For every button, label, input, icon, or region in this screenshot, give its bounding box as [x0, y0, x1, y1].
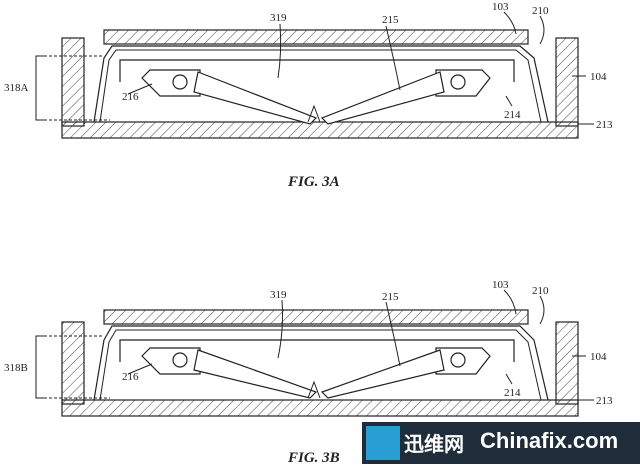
keycap: [103, 309, 529, 325]
right-pivot: [450, 74, 466, 90]
keycap: [103, 29, 529, 45]
base-plate: [61, 121, 579, 139]
right-pivot: [450, 352, 466, 368]
label-213: 213: [596, 395, 613, 407]
right-butterfly-wing: [320, 349, 445, 399]
label-318b: 318B: [4, 362, 28, 374]
left-pivot: [172, 74, 188, 90]
leader-216: [127, 363, 153, 375]
leader-210: [539, 295, 545, 325]
label-210: 210: [532, 5, 549, 17]
left-housing-wall: [61, 321, 85, 405]
center-joint: [307, 380, 321, 399]
leader-214: [505, 373, 513, 385]
label-215: 215: [382, 14, 399, 26]
base-plate: [61, 399, 579, 417]
leader-103: [503, 289, 517, 315]
label-103: 103: [492, 1, 509, 13]
label-210: 210: [532, 285, 549, 297]
right-housing-wall: [555, 321, 579, 405]
left-hinge-block: [141, 347, 201, 375]
label-215: 215: [382, 291, 399, 303]
left-pivot: [172, 352, 188, 368]
leader-215: [385, 301, 401, 367]
center-joint: [307, 104, 321, 123]
label-319: 319: [270, 289, 287, 301]
watermark-cn-text: 迅维网: [404, 432, 464, 456]
left-hinge-block: [141, 69, 201, 97]
label-319: 319: [270, 12, 287, 24]
leader-210: [539, 15, 545, 45]
leader-215: [385, 25, 401, 91]
right-housing-wall: [555, 37, 579, 127]
membrane-outer: [93, 325, 549, 401]
watermark-logo-icon: [366, 426, 400, 460]
figure-3b: 318B 319 215 103 210 104 216 214 213 FIG…: [4, 279, 613, 466]
support-bracket: [119, 339, 515, 362]
label-214: 214: [504, 109, 521, 121]
figure-caption: FIG. 3A: [287, 174, 340, 190]
label-213: 213: [596, 119, 613, 131]
dimension-bracket: [35, 55, 44, 121]
leader-214: [505, 95, 513, 107]
figure-3a: 318A 319 215 103 210 104 216 214 213 FIG…: [4, 1, 613, 190]
label-318a: 318A: [4, 82, 29, 94]
label-104: 104: [590, 351, 607, 363]
leader-216: [127, 83, 153, 95]
watermark-banner: [362, 422, 640, 464]
label-216: 216: [122, 91, 139, 103]
leader-319: [277, 23, 282, 79]
membrane-inner: [99, 49, 542, 123]
figure-caption: FIG. 3B: [287, 450, 340, 466]
membrane-outer: [93, 45, 549, 123]
leader-319: [277, 299, 283, 359]
leader-103: [503, 11, 517, 35]
left-butterfly-wing: [193, 349, 318, 399]
left-housing-wall: [61, 37, 85, 127]
support-bracket: [119, 59, 515, 82]
right-butterfly-wing: [320, 71, 445, 125]
watermark-en-text: Chinafix.com: [480, 428, 619, 453]
label-214: 214: [504, 387, 521, 399]
label-104: 104: [590, 71, 607, 83]
dimension-bracket: [35, 335, 44, 399]
left-butterfly-wing: [193, 71, 318, 125]
membrane-inner: [99, 329, 542, 401]
label-103: 103: [492, 279, 509, 291]
label-216: 216: [122, 371, 139, 383]
